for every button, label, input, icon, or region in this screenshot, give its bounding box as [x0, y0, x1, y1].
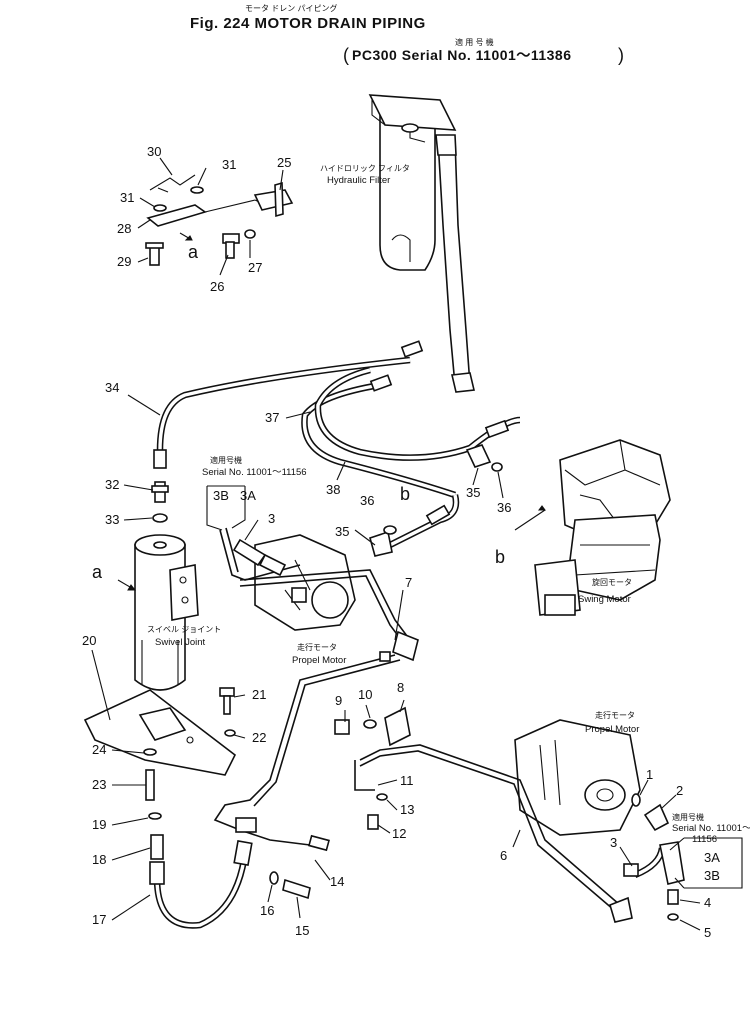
- part-label-21: 21: [252, 687, 266, 702]
- hydraulic-filter: ハイドロリック フィルタ Hydraulic Filter: [320, 94, 475, 393]
- part-label-1: 1: [646, 767, 653, 782]
- swing-motor: 旋回モータ Swing Motor: [514, 439, 671, 616]
- part-label-24: 24: [92, 742, 106, 757]
- ref-b-lower: b: [495, 547, 505, 567]
- swing-motor-label: Swing Motor: [578, 594, 631, 605]
- part-label-27: 27: [248, 260, 262, 275]
- part-label-3a-left: 3A: [240, 488, 256, 503]
- title-block: モータ ドレン パイピング Fig. 224 MOTOR DRAIN PIPIN…: [190, 3, 624, 65]
- paren-close: ): [618, 45, 624, 65]
- propel-motor-left: 走行モータ Propel Motor: [254, 534, 356, 666]
- swivel-joint-label: Swivel Joint: [155, 637, 206, 648]
- part-label-31b: 31: [120, 190, 134, 205]
- note-right-jp: 適用号機: [672, 812, 704, 822]
- hydraulic-filter-jp: ハイドロリック フィルタ: [320, 164, 410, 173]
- serial-jp: 適 用 号 機: [455, 37, 494, 47]
- serial-notes: 適用号機 Serial No. 11001～11156 適用号機 Serial …: [202, 455, 750, 845]
- part-label-15: 15: [295, 923, 309, 938]
- leader-lines: [91, 157, 743, 931]
- ref-a-upper: a: [188, 242, 199, 262]
- ref-b-upper: b: [400, 484, 410, 504]
- part-label-10: 10: [358, 687, 372, 702]
- part-label-33: 33: [105, 512, 119, 527]
- bracket-assembly: [145, 174, 294, 266]
- paren-open: (: [343, 45, 349, 65]
- part-label-3b-right: 3B: [704, 868, 720, 883]
- part-label-35a: 35: [466, 485, 480, 500]
- page-title: Fig. 224 MOTOR DRAIN PIPING: [190, 15, 426, 32]
- part-label-22: 22: [252, 730, 266, 745]
- pipes: [213, 527, 633, 923]
- ref-a-lower: a: [92, 562, 103, 582]
- part-label-35b: 35: [335, 524, 349, 539]
- part-label-13: 13: [400, 802, 414, 817]
- propel-motor-left-jp: 走行モータ: [297, 642, 337, 652]
- part-label-17: 17: [92, 912, 106, 927]
- part-label-28: 28: [117, 221, 131, 236]
- part-label-31a: 31: [222, 157, 236, 172]
- part-label-4: 4: [704, 895, 711, 910]
- part-label-23: 23: [92, 777, 106, 792]
- note-right-serial-1: Serial No. 11001～: [672, 823, 750, 834]
- part-label-29: 29: [117, 254, 131, 269]
- part-label-3-left: 3: [268, 511, 275, 526]
- part-label-6: 6: [500, 848, 507, 863]
- part-label-18: 18: [92, 852, 106, 867]
- propel-motor-left-label: Propel Motor: [292, 655, 346, 666]
- part-label-11: 11: [400, 773, 414, 788]
- part-label-26: 26: [210, 279, 224, 294]
- hydraulic-filter-label: Hydraulic Filter: [327, 175, 390, 186]
- part-label-30: 30: [147, 144, 161, 159]
- part-label-32: 32: [105, 477, 119, 492]
- part-label-25: 25: [277, 155, 291, 170]
- propel-motor-right: 走行モータ Propel Motor: [514, 710, 641, 836]
- part-label-38: 38: [326, 482, 340, 497]
- swivel-joint-jp: スイベル ジョイント: [147, 625, 221, 634]
- part-label-34: 34: [105, 380, 119, 395]
- part-label-2: 2: [676, 783, 683, 798]
- part-label-36a: 36: [360, 493, 374, 508]
- part-label-20: 20: [82, 633, 96, 648]
- propel-motor-right-label: Propel Motor: [585, 724, 639, 735]
- note-left-jp: 適用号機: [210, 455, 242, 465]
- part-label-14: 14: [330, 874, 344, 889]
- part-label-12: 12: [392, 826, 406, 841]
- propel-motor-right-jp: 走行モータ: [595, 710, 635, 720]
- note-left-serial: Serial No. 11001～11156: [202, 467, 307, 478]
- part-label-36b: 36: [497, 500, 511, 515]
- swing-motor-jp: 旋回モータ: [592, 577, 632, 587]
- part-label-5: 5: [704, 925, 711, 940]
- part-label-3-right: 3: [610, 835, 617, 850]
- part-label-9: 9: [335, 693, 342, 708]
- part-label-37: 37: [265, 410, 279, 425]
- hoses: [149, 340, 666, 929]
- title-jp: モータ ドレン パイピング: [245, 3, 337, 13]
- part-label-16: 16: [260, 903, 274, 918]
- part-label-19: 19: [92, 817, 106, 832]
- reference-letters: a a b b: [92, 242, 505, 582]
- swivel-joint: スイベル ジョイント Swivel Joint: [117, 449, 221, 691]
- part-label-8: 8: [397, 680, 404, 695]
- note-right-serial-2: 11156: [692, 834, 717, 845]
- small-parts: [83, 444, 685, 921]
- serial-range: PC300 Serial No. 11001～11386: [352, 47, 571, 63]
- part-numbers: 30 31 25 31 28 29 27 26 34 37 38 36 35 3…: [82, 144, 720, 940]
- part-label-3b-left: 3B: [213, 488, 229, 503]
- part-label-3a-right: 3A: [704, 850, 720, 865]
- part-label-7: 7: [405, 575, 412, 590]
